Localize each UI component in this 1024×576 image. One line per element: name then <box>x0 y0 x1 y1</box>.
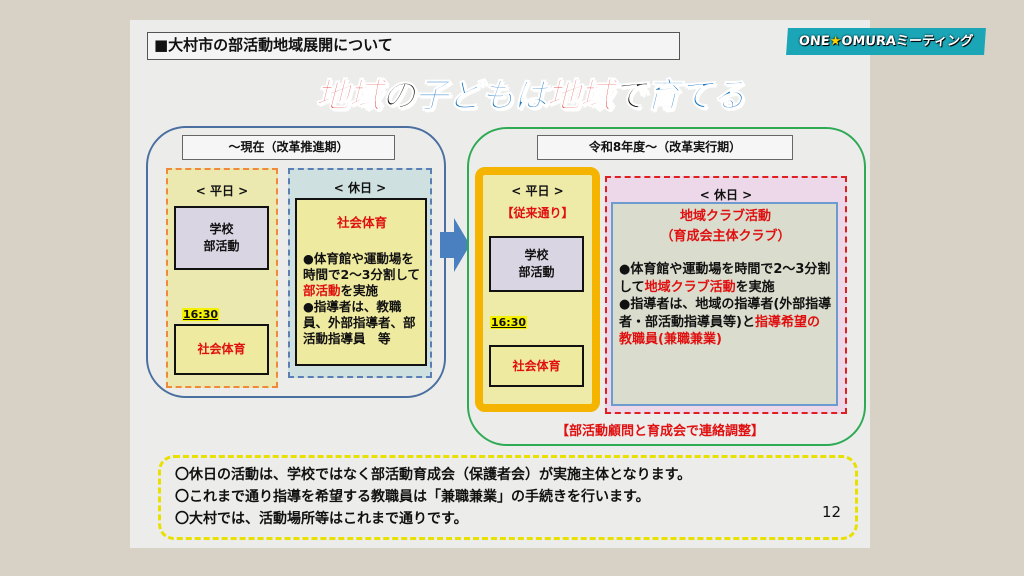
title-part: 育てる <box>645 76 746 117</box>
logo-text: ONE <box>798 34 831 49</box>
desc-text: を実施 <box>340 283 379 298</box>
current-period-label: ～現在（改革推進期） <box>182 135 395 160</box>
school-club-box: 学校部活動 <box>174 206 269 270</box>
school-club-box: 学校部活動 <box>489 236 584 292</box>
future-holiday-box: 地域クラブ活動 （育成会主体クラブ） ●体育館や運動場を時間で2～3分割して地域… <box>611 202 838 406</box>
future-period-label: 令和8年度～（改革実行期） <box>537 135 793 160</box>
arrow-right-icon <box>440 218 470 272</box>
holiday-title: 地域クラブ活動 <box>679 209 771 224</box>
desc-text: ●体育館や運動場を時間で2～3分割して <box>303 251 421 282</box>
program-logo: ONE★OMURAミーティング <box>786 28 986 55</box>
slide-title: 地域の子どもは地域で育てる <box>180 68 880 117</box>
title-part: で <box>612 76 647 117</box>
desc-highlight: 部活動 <box>303 283 341 298</box>
desc-highlight: 地域クラブ活動 <box>644 279 736 295</box>
desc-highlight: 指導希望の教職員(兼職兼業) <box>619 314 820 348</box>
title-part: 地域 <box>546 76 614 117</box>
slide-header: ■大村市の部活動地域展開について <box>147 32 680 60</box>
social-sports-box: 社会体育 <box>489 345 584 387</box>
weekday-label: < 平日 > <box>195 184 249 198</box>
holiday-label: < 休日 > <box>333 181 387 195</box>
box-text: 部活動 <box>518 265 555 279</box>
desc-text: ●指導者は、教職員、外部指導者、部活動指導員 等 <box>303 299 416 346</box>
box-text: 部活動 <box>203 239 240 253</box>
page-number: 12 <box>822 503 842 521</box>
box-text: 学校 <box>524 248 549 262</box>
holiday-desc: ●体育館や運動場を時間で2～3分割して地域クラブ活動を実施 ●指導者は、地域の指導… <box>619 261 832 349</box>
title-part: 地域 <box>315 76 383 117</box>
desc-text: ●体育館や運動場を時間で2～3分割して <box>619 262 831 295</box>
time-label: 16:30 <box>490 316 528 329</box>
weekday-label: < 平日 > <box>511 184 564 198</box>
box-text: 学校 <box>209 222 234 236</box>
unchanged-note: 【従来通り】 <box>501 206 574 220</box>
holiday-subtitle: （育成会主体クラブ） <box>660 229 791 244</box>
note-item: 〇休日の活動は、学校ではなく部活動育成会（保護者会）が実施主体となります。 <box>175 467 692 483</box>
social-sports-box: 社会体育 <box>174 324 269 375</box>
title-part: の <box>381 76 416 117</box>
note-item: 〇大村では、活動場所等はこれまで通りです。 <box>175 511 468 527</box>
holiday-label: < 休日 > <box>699 188 753 202</box>
title-part: 子どもは <box>414 76 548 117</box>
note-item: 〇これまで通り指導を希望する教職員は「兼職兼業」の手続きを行います。 <box>175 489 650 505</box>
time-label: 16:30 <box>182 308 220 321</box>
coordination-note: 【部活動顧問と育成会で連絡調整】 <box>555 424 764 439</box>
desc-text: ●指導者は、地域の指導者(外部指導者・部活動指導員等)と <box>619 297 832 330</box>
desc-text: を実施 <box>735 279 775 295</box>
logo-text-2: OMURAミーティング <box>840 34 974 49</box>
holiday-desc: ●体育館や運動場を時間で2～3分割して部活動を実施●指導者は、教職員、外部指導者… <box>303 251 421 347</box>
notes-box: 〇休日の活動は、学校ではなく部活動育成会（保護者会）が実施主体となります。 〇こ… <box>158 455 858 540</box>
current-holiday-box: 社会体育 ●体育館や運動場を時間で2～3分割して部活動を実施●指導者は、教職員、… <box>295 198 427 366</box>
holiday-title: 社会体育 <box>336 215 387 230</box>
